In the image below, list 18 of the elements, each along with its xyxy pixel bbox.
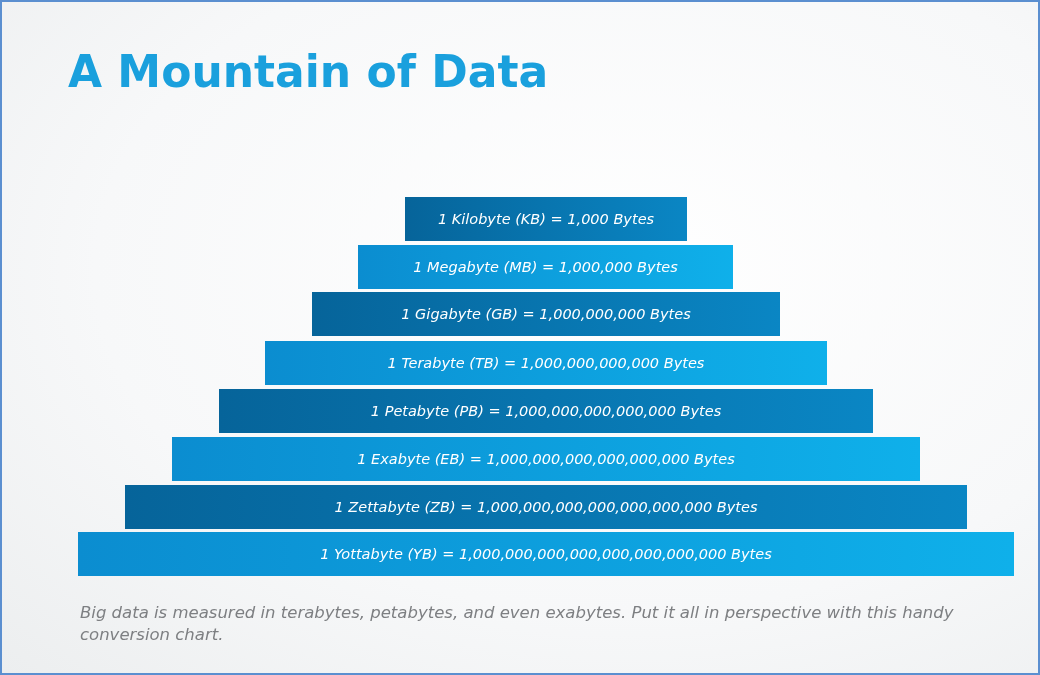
tier-label: 1 Petabyte (PB) = 1,000,000,000,000,000 Bytes [370,403,722,419]
pyramid-tier-bar [312,292,780,336]
tier-label: 1 Megabyte (MB) = 1,000,000 Bytes [413,259,678,275]
pyramid-tier-bar [125,485,967,529]
pyramid-tier-bar [219,389,873,433]
pyramid-tier-bar [172,437,920,481]
tier-label: 1 Zettabyte (ZB) = 1,000,000,000,000,000,000,000 Bytes [334,499,758,515]
tier-label: 1 Exabyte (EB) = 1,000,000,000,000,000,000 Bytes [357,451,735,467]
tier-label: 1 Gigabyte (GB) = 1,000,000,000 Bytes [401,306,691,322]
pyramid-tier-bar [78,532,1014,576]
pyramid-tier-bar [405,197,687,241]
tier-label: 1 Yottabyte (YB) = 1,000,000,000,000,000,000,000,000 Bytes [320,546,772,562]
caption: Big data is measured in terabytes, petabytes, and even exabytes. Put it all in perspective with this handy conversion chart. [80,602,955,646]
pyramid-tier-bar [358,245,733,289]
title: A Mountain of Data [68,46,549,97]
pyramid-tier-bar [265,341,827,385]
tier-label: 1 Terabyte (TB) = 1,000,000,000,000 Bytes [387,355,705,371]
tier-label: 1 Kilobyte (KB) = 1,000 Bytes [437,211,655,227]
